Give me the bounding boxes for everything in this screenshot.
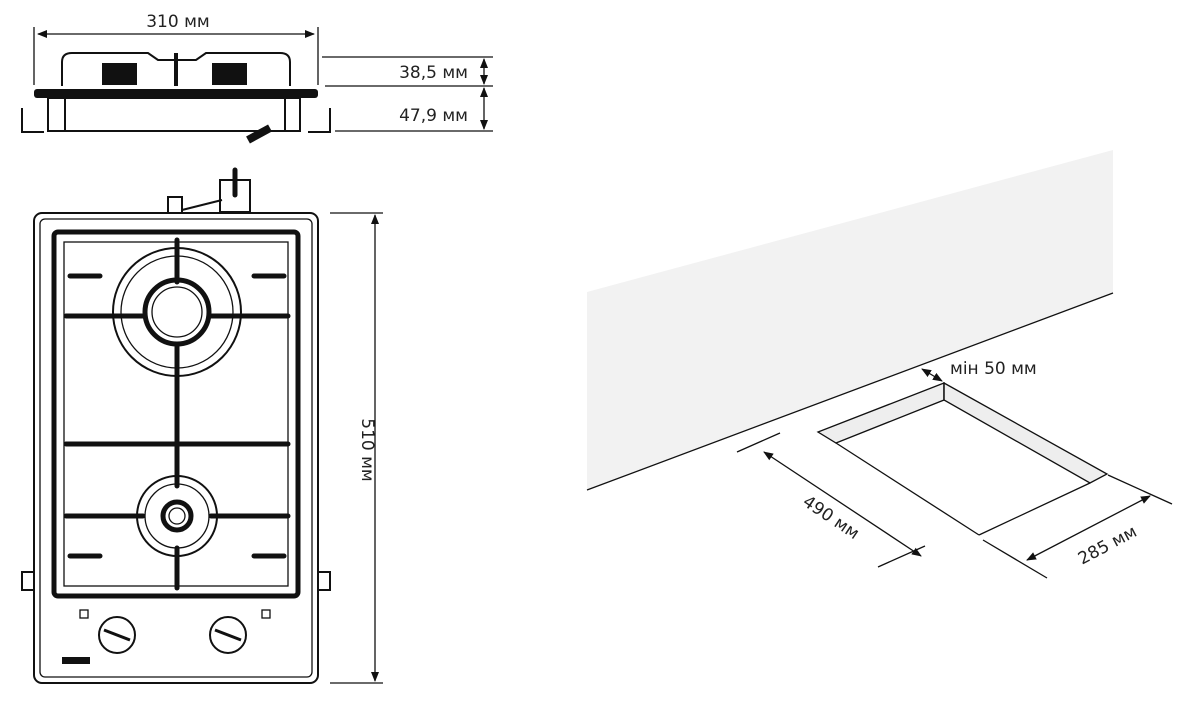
knob-icon: [212, 63, 247, 85]
height-top-label: 38,5 мм: [399, 63, 468, 83]
cutout-depth-label: 490 мм: [799, 492, 863, 544]
control-knob-icon: [209, 609, 271, 654]
hob-side-view: 310 мм 38,5 мм 47,9 мм: [21, 12, 493, 144]
height-bottom-label: 47,9 мм: [399, 106, 468, 126]
small-burner-icon: [136, 475, 218, 557]
control-knob-icon: [79, 609, 136, 654]
brand-plate: [62, 657, 90, 664]
cutout-diagram: мін 50 мм 490 мм 285 мм: [586, 150, 1173, 579]
cutout-width-label: 285 мм: [1075, 522, 1140, 569]
width-label: 310 мм: [146, 12, 210, 32]
hob-top-view: 510 мм: [21, 167, 383, 684]
wall: [587, 150, 1113, 490]
depth-label: 510 мм: [357, 418, 377, 482]
min-distance-label: мін 50 мм: [950, 359, 1037, 379]
knob-icon: [102, 63, 137, 85]
large-burner-icon: [112, 247, 242, 377]
